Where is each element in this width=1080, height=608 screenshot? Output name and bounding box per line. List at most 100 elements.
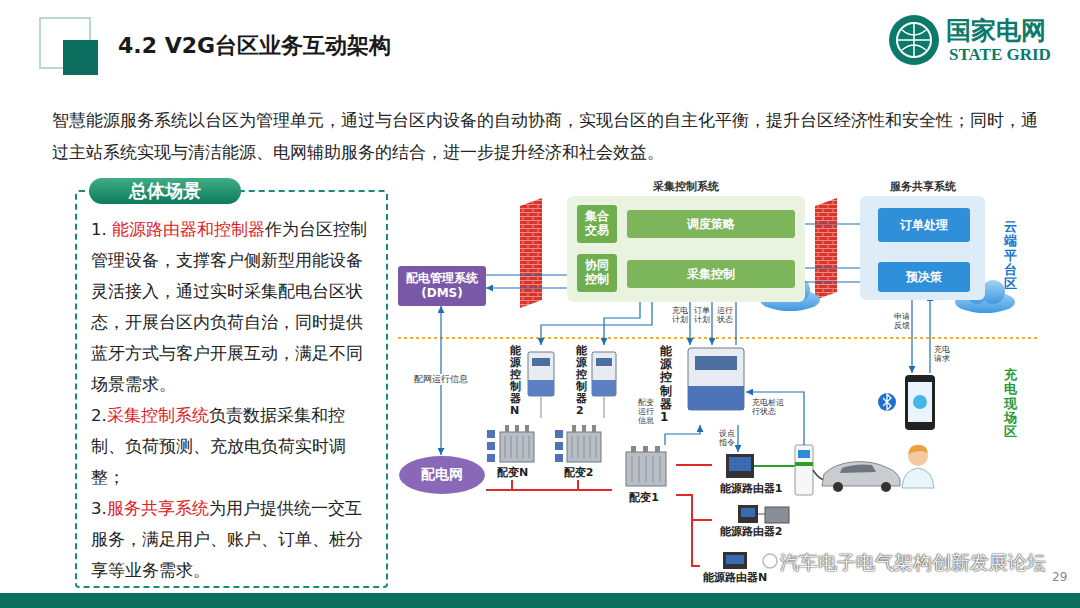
power-line — [676, 495, 712, 520]
transformer — [487, 442, 495, 450]
firewall — [520, 198, 542, 308]
controller-meter — [695, 356, 737, 370]
slide-title: 4.2 V2G台区业务互动架构 — [118, 31, 391, 61]
node-text: 能源路由器1 — [712, 481, 790, 496]
watermark-icon — [763, 554, 777, 568]
item-number: 3. — [91, 499, 107, 518]
edge-label: 配网运行信息 — [412, 374, 470, 385]
electric-car — [833, 482, 843, 492]
transformer — [525, 425, 529, 432]
node-text: 采集控制 — [687, 266, 735, 283]
transformer — [592, 425, 596, 432]
node-text: 预决策 — [906, 269, 942, 286]
controller-meter — [688, 348, 744, 410]
item-number: 1. — [91, 220, 107, 239]
scene-panel: 总体场景1.能源路由器和控制器作为台区控制管理设备，支撑客户侧新型用能设备灵活接… — [75, 190, 388, 588]
mobile-phone — [908, 382, 932, 422]
controller-meter — [592, 380, 616, 396]
function-box: 订单处理 — [878, 208, 970, 242]
energy-router: 能源路由器N — [700, 550, 770, 585]
bluetooth-icon — [878, 393, 896, 411]
transformer — [487, 430, 495, 438]
edge-label: 配变运行信息 — [638, 398, 654, 425]
node-text: 配电管理系统 (DMS) — [402, 271, 482, 301]
energy-router: 能源路由器1 — [712, 452, 790, 496]
watermark-icon — [763, 554, 777, 568]
controller-meter — [592, 352, 616, 396]
controller-label: 能源控制器N — [510, 345, 521, 418]
transformer — [582, 425, 586, 432]
energy-router: 能源路由器2 — [712, 505, 790, 539]
energy-router — [723, 552, 747, 569]
node-text: 配变2 — [552, 465, 605, 480]
data-connector — [486, 287, 577, 288]
node-text: 订单处理 — [900, 217, 948, 234]
node-text: 配变N — [485, 465, 540, 480]
data-connector — [665, 425, 700, 445]
dms-box: 配电管理系统 (DMS) — [398, 266, 486, 306]
system-heading: 服务共享系统 — [860, 179, 985, 194]
grid-ellipse: 配电网 — [398, 455, 486, 495]
scene-item: 3.服务共享系统为用户提供统一交互服务，满足用户、账户、订单、桩分享等业务需求。 — [91, 493, 376, 586]
transformer — [555, 454, 563, 462]
logo-text: STATE GRID — [949, 45, 1051, 65]
charging-pile — [754, 465, 795, 467]
transformer — [505, 425, 509, 432]
logo-emblem — [897, 23, 931, 57]
edge-label: 运行状态 — [717, 306, 733, 324]
controller-meter — [528, 352, 554, 396]
controller-meter — [688, 386, 744, 410]
mobile-phone — [913, 395, 927, 409]
logo-emblem — [889, 15, 939, 65]
transformer — [555, 442, 563, 450]
energy-router — [723, 454, 789, 569]
item-number: 2. — [91, 406, 107, 425]
function-box: 采集控制 — [627, 260, 795, 288]
mobile-phone — [911, 293, 912, 373]
logo-emblem — [897, 23, 931, 57]
edge-label: 充电计划 — [672, 306, 688, 324]
function-box: 集合交易 — [577, 205, 617, 243]
watermark: 汽车电子电气架构创新发展论坛 — [780, 550, 1046, 576]
item-keyword: 服务共享系统 — [107, 499, 209, 518]
charging-pile — [746, 392, 830, 495]
mobile-phone — [929, 294, 930, 373]
signal-label: 充电桩运行状态 — [752, 398, 784, 416]
energy-router — [726, 454, 754, 478]
transformer: 配变N — [485, 422, 540, 480]
data-connector — [737, 425, 738, 452]
function-box: 调度策略 — [627, 210, 795, 238]
controller-meter — [532, 358, 550, 366]
zone-divider — [398, 337, 1040, 339]
power-line — [486, 480, 578, 490]
mobile-phone — [905, 375, 935, 430]
header-decoration — [40, 18, 98, 75]
transformer — [572, 425, 576, 432]
controller-label: 能源控制器1 — [660, 345, 672, 424]
system-panel: 采集控制系统集合交易调度策略协同控制采集控制 — [567, 196, 805, 302]
logo-emblem — [889, 15, 939, 65]
system-heading: 采集控制系统 — [567, 179, 805, 194]
zone-label: 充电现场区 — [1004, 368, 1017, 439]
energy-router — [729, 457, 751, 471]
zone-label: 云端平台区 — [1004, 220, 1017, 291]
logo-text: 国家电网 — [946, 14, 1046, 47]
node-text: 配电网 — [421, 466, 463, 484]
transformer: 配变2 — [552, 422, 605, 480]
node-text: 调度策略 — [687, 216, 735, 233]
power-line — [676, 464, 712, 466]
zone-divider — [398, 338, 1040, 339]
controller-meter — [528, 380, 554, 396]
scene-item: 2.采集控制系统负责数据采集和控制、负荷预测、充放电负荷实时调整； — [91, 400, 376, 493]
energy-router — [726, 555, 744, 564]
node-text: 集合交易 — [585, 210, 609, 238]
controller-label: 能源控制器2 — [576, 345, 587, 418]
transformer — [515, 425, 519, 432]
controller-meter — [528, 348, 744, 418]
transformer — [505, 436, 660, 482]
ellipse-outline — [399, 456, 485, 494]
item-keyword: 采集控制系统 — [107, 406, 209, 425]
energy-controller: 能源控制器2 — [576, 345, 618, 418]
charging-pile — [746, 392, 804, 445]
energy-router — [741, 508, 755, 517]
